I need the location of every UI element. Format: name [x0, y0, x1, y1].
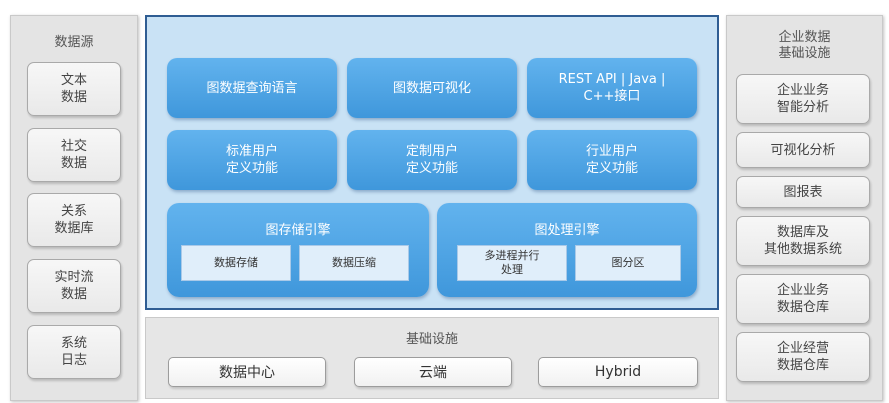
multiprocess-parallel: 多进程并行 处理	[457, 245, 567, 281]
industry-user-functions: 行业用户 定义功能	[527, 130, 697, 190]
source-relational-db: 关系 数据库	[27, 193, 121, 247]
graph-reports: 图报表	[736, 176, 870, 208]
data-sources-title: 数据源	[54, 35, 94, 50]
data-sources-panel: 数据源 文本 数据 社交 数据 关系 数据库 实时流 数据 系统 日志	[10, 15, 138, 401]
infrastructure-title: 基础设施	[405, 332, 458, 347]
visual-analytics: 可视化分析	[736, 132, 870, 168]
graph-storage-engine: 图存储引擎 数据存储 数据压缩	[167, 203, 429, 297]
storage-engine-title: 图存储引擎	[265, 223, 331, 238]
source-realtime-stream: 实时流 数据	[27, 259, 121, 313]
source-social-data: 社交 数据	[27, 128, 121, 182]
source-text-data: 文本 数据	[27, 62, 121, 116]
business-data-warehouse: 企业业务 数据仓库	[736, 274, 870, 324]
infra-hybrid: Hybrid	[538, 357, 698, 387]
enterprise-infra-title: 企业数据 基础设施	[778, 30, 831, 61]
databases-other-systems: 数据库及 其他数据系统	[736, 216, 870, 266]
source-system-logs: 系统 日志	[27, 325, 121, 379]
operations-data-warehouse: 企业经营 数据仓库	[736, 332, 870, 382]
standard-user-functions: 标准用户 定义功能	[167, 130, 337, 190]
graph-platform-core: 图数据查询语言 图数据可视化 REST API | Java | C++接口 标…	[145, 15, 719, 310]
graph-partition: 图分区	[575, 245, 681, 281]
infra-data-center: 数据中心	[168, 357, 326, 387]
graph-visualization: 图数据可视化	[347, 58, 517, 118]
business-intelligence: 企业业务 智能分析	[736, 74, 870, 124]
custom-user-functions: 定制用户 定义功能	[347, 130, 517, 190]
infrastructure-panel: 基础设施 数据中心 云端 Hybrid	[145, 317, 719, 399]
processing-engine-title: 图处理引擎	[534, 223, 600, 238]
data-storage: 数据存储	[181, 245, 291, 281]
graph-processing-engine: 图处理引擎 多进程并行 处理 图分区	[437, 203, 697, 297]
data-compression: 数据压缩	[299, 245, 409, 281]
infra-cloud: 云端	[354, 357, 512, 387]
api-interfaces: REST API | Java | C++接口	[527, 58, 697, 118]
graph-query-language: 图数据查询语言	[167, 58, 337, 118]
enterprise-infra-panel: 企业数据 基础设施 企业业务 智能分析 可视化分析 图报表 数据库及 其他数据系…	[726, 15, 883, 401]
